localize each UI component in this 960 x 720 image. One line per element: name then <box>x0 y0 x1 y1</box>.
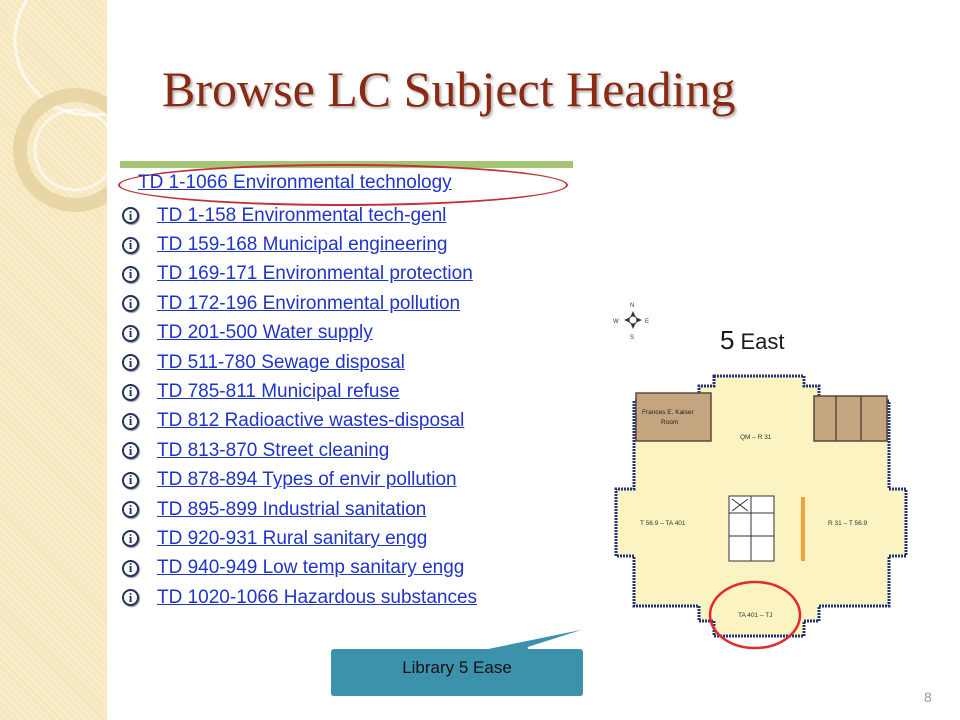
svg-text:TA 401 – TJ: TA 401 – TJ <box>738 612 772 619</box>
callout-label: Library 5 Ease <box>402 658 512 677</box>
shelf-marker <box>801 497 805 561</box>
subdivision-link[interactable]: TD 895-899 Industrial sanitation <box>157 498 427 520</box>
list-item: i TD 940-949 Low temp sanitary engg <box>122 554 477 583</box>
highlight-oval <box>118 164 568 206</box>
list-item: i TD 812 Radioactive wastes-disposal <box>122 407 477 436</box>
info-icon[interactable]: i <box>122 412 139 430</box>
info-icon[interactable]: i <box>122 265 139 283</box>
subdivision-link[interactable]: TD 878-894 Types of envir pollution <box>157 469 457 491</box>
info-icon[interactable]: i <box>122 383 139 401</box>
compass-icon: N S E W <box>613 303 649 341</box>
list-item: i TD 895-899 Industrial sanitation <box>122 495 477 524</box>
info-icon[interactable]: i <box>122 530 139 548</box>
svg-text:S: S <box>630 335 634 341</box>
callout-bubble <box>329 624 601 698</box>
info-icon[interactable]: i <box>122 207 139 225</box>
list-item: i TD 511-780 Sewage disposal <box>122 348 477 377</box>
list-item: i TD 1020-1066 Hazardous substances <box>122 583 477 612</box>
list-item: i TD 1-158 Environmental tech-genl <box>122 201 477 230</box>
subject-heading-link[interactable]: TD 1-1066 Environmental technology <box>138 172 452 193</box>
slide-title: Browse LC Subject Heading <box>162 61 736 117</box>
info-icon[interactable]: i <box>122 354 139 372</box>
list-item: i TD 201-500 Water supply <box>122 319 477 348</box>
kaiser-room <box>635 392 712 442</box>
svg-text:Room: Room <box>661 419 678 426</box>
elevator-core <box>728 495 775 562</box>
subdivision-link[interactable]: TD 172-196 Environmental pollution <box>157 292 461 314</box>
page-number: 8 <box>924 689 932 705</box>
info-icon[interactable]: i <box>122 471 139 489</box>
subdivision-link[interactable]: TD 920-931 Rural sanitary engg <box>157 527 428 549</box>
list-item: i TD 159-168 Municipal engineering <box>122 230 477 259</box>
subdivision-link[interactable]: TD 169-171 Environmental protection <box>157 263 473 285</box>
svg-text:W: W <box>613 319 619 325</box>
svg-text:E: E <box>645 319 649 325</box>
list-item: i TD 920-931 Rural sanitary engg <box>122 524 477 553</box>
subdivision-link[interactable]: TD 940-949 Low temp sanitary engg <box>157 557 465 579</box>
info-icon[interactable]: i <box>122 324 139 342</box>
subdivision-link[interactable]: TD 1020-1066 Hazardous substances <box>157 586 478 608</box>
list-item: i TD 169-171 Environmental protection <box>122 260 477 289</box>
svg-text:R 31 – T 56.9: R 31 – T 56.9 <box>828 520 868 527</box>
info-icon[interactable]: i <box>122 236 139 254</box>
list-item: i TD 172-196 Environmental pollution <box>122 289 477 318</box>
svg-text:QM – R 31: QM – R 31 <box>740 434 772 441</box>
list-item: i TD 813-870 Street cleaning <box>122 436 477 465</box>
svg-text:N: N <box>630 303 634 309</box>
info-icon[interactable]: i <box>122 559 139 577</box>
subdivision-link[interactable]: TD 1-158 Environmental tech-genl <box>157 204 447 226</box>
info-icon[interactable]: i <box>122 442 139 460</box>
subject-subdivision-list: i TD 1-158 Environmental tech-genl i TD 15… <box>122 201 477 612</box>
subdivision-link[interactable]: TD 785-811 Municipal refuse <box>157 381 400 403</box>
info-icon[interactable]: i <box>122 501 139 519</box>
info-icon[interactable]: i <box>122 589 139 607</box>
decorative-circles <box>13 0 107 212</box>
subdivision-link[interactable]: TD 511-780 Sewage disposal <box>157 351 405 373</box>
list-item: i TD 785-811 Municipal refuse <box>122 377 477 406</box>
svg-text:Frances E. Kaiser: Frances E. Kaiser <box>642 409 694 416</box>
subdivision-link[interactable]: TD 201-500 Water supply <box>157 322 373 344</box>
svg-text:T 56.9 – TA 401: T 56.9 – TA 401 <box>640 520 686 527</box>
info-icon[interactable]: i <box>122 295 139 313</box>
service-rooms <box>813 395 888 442</box>
decorative-side-strip <box>0 0 107 720</box>
list-item: i TD 878-894 Types of envir pollution <box>122 466 477 495</box>
location-highlight <box>708 580 802 650</box>
subdivision-link[interactable]: TD 159-168 Municipal engineering <box>157 234 448 256</box>
subdivision-link[interactable]: TD 812 Radioactive wastes-disposal <box>157 410 465 432</box>
floor-map: N S E W Frances E. Kaiser Room QM – R 31… <box>613 303 908 650</box>
subdivision-link[interactable]: TD 813-870 Street cleaning <box>157 439 390 461</box>
